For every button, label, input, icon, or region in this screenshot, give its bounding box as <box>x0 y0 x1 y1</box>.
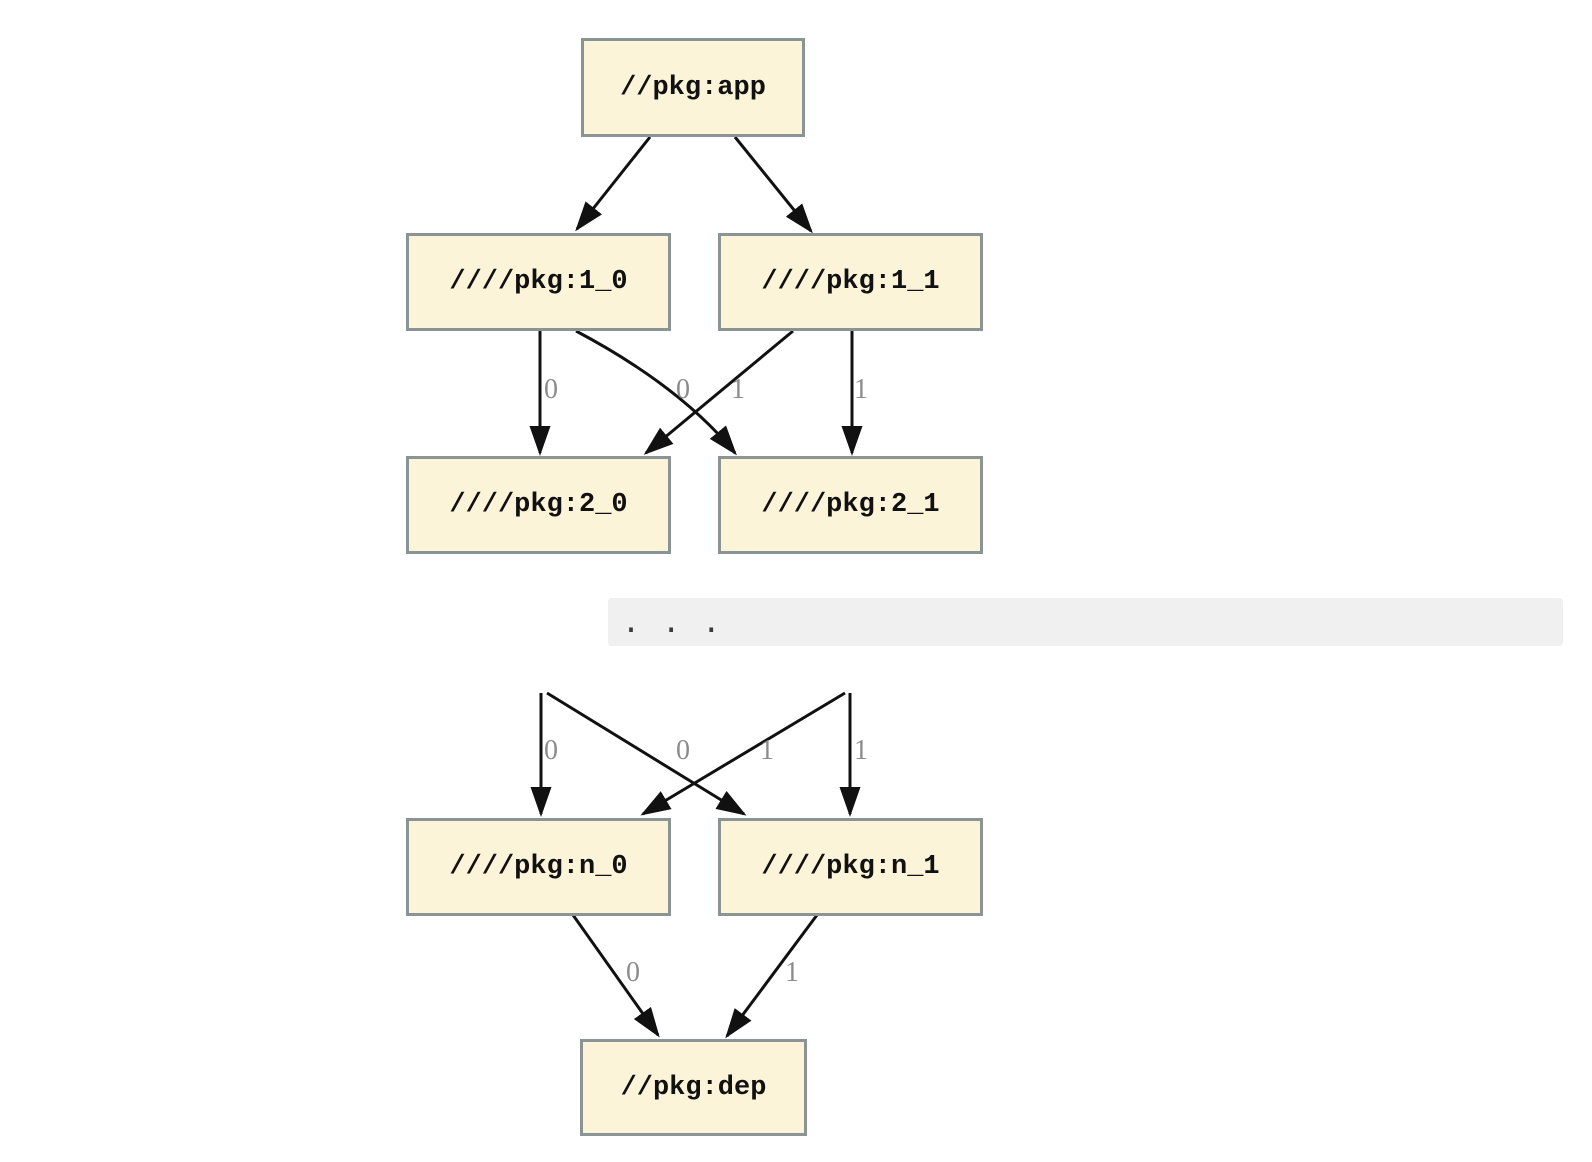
node-pkg-1_0: ////pkg:1_0 <box>406 233 671 331</box>
node-label-2_0: ////pkg:2_0 <box>449 490 628 520</box>
node-pkg-2_0: ////pkg:2_0 <box>406 456 671 554</box>
node-label-1_0: ////pkg:1_0 <box>449 267 628 297</box>
edge-1_0-to-2_1 <box>575 329 737 456</box>
edge-label-n_1-straight: 1 <box>854 735 868 766</box>
node-pkg-n_1: ////pkg:n_1 <box>718 818 983 916</box>
node-label-n_1: ////pkg:n_1 <box>761 852 940 882</box>
edge-label-n_0-straight: 0 <box>544 735 558 766</box>
ellipsis-text: . . . <box>622 604 723 640</box>
edge-label-n_0-dep: 0 <box>626 957 640 988</box>
edge-ellipsis-to-n_0-cross <box>640 691 846 816</box>
edge-label-1_1-2_0: 0 <box>676 374 690 405</box>
node-pkg-2_1: ////pkg:2_1 <box>718 456 983 554</box>
edge-label-1_0-2_0: 0 <box>544 374 558 405</box>
node-label-1_1: ////pkg:1_1 <box>761 267 940 297</box>
edge-label-n_1-dep: 1 <box>785 957 799 988</box>
edge-label-n_1-cross: 1 <box>760 735 774 766</box>
edge-label-1_0-2_1: 1 <box>731 374 745 405</box>
node-label-n_0: ////pkg:n_0 <box>449 852 628 882</box>
edge-app-to-1_0 <box>575 136 652 232</box>
edge-ellipsis-to-n_1-cross <box>546 691 747 816</box>
node-label-app: //pkg:app <box>620 72 766 103</box>
node-pkg-1_1: ////pkg:1_1 <box>718 233 983 331</box>
edge-label-1_1-2_1: 1 <box>854 374 868 405</box>
node-pkg-dep: //pkg:dep <box>580 1039 807 1136</box>
node-pkg-n_0: ////pkg:n_0 <box>406 818 671 916</box>
edge-n_0-to-dep <box>571 914 660 1038</box>
edge-1_1-to-2_0 <box>643 329 794 455</box>
edge-app-to-1_1 <box>733 136 813 234</box>
node-pkg-app: //pkg:app <box>581 38 805 137</box>
edge-label-n_0-cross: 0 <box>676 735 690 766</box>
node-label-dep: //pkg:dep <box>620 1072 767 1103</box>
ellipsis-band: . . . <box>608 598 1563 646</box>
node-label-2_1: ////pkg:2_1 <box>761 490 940 520</box>
edge-n_1-to-dep <box>725 914 819 1039</box>
